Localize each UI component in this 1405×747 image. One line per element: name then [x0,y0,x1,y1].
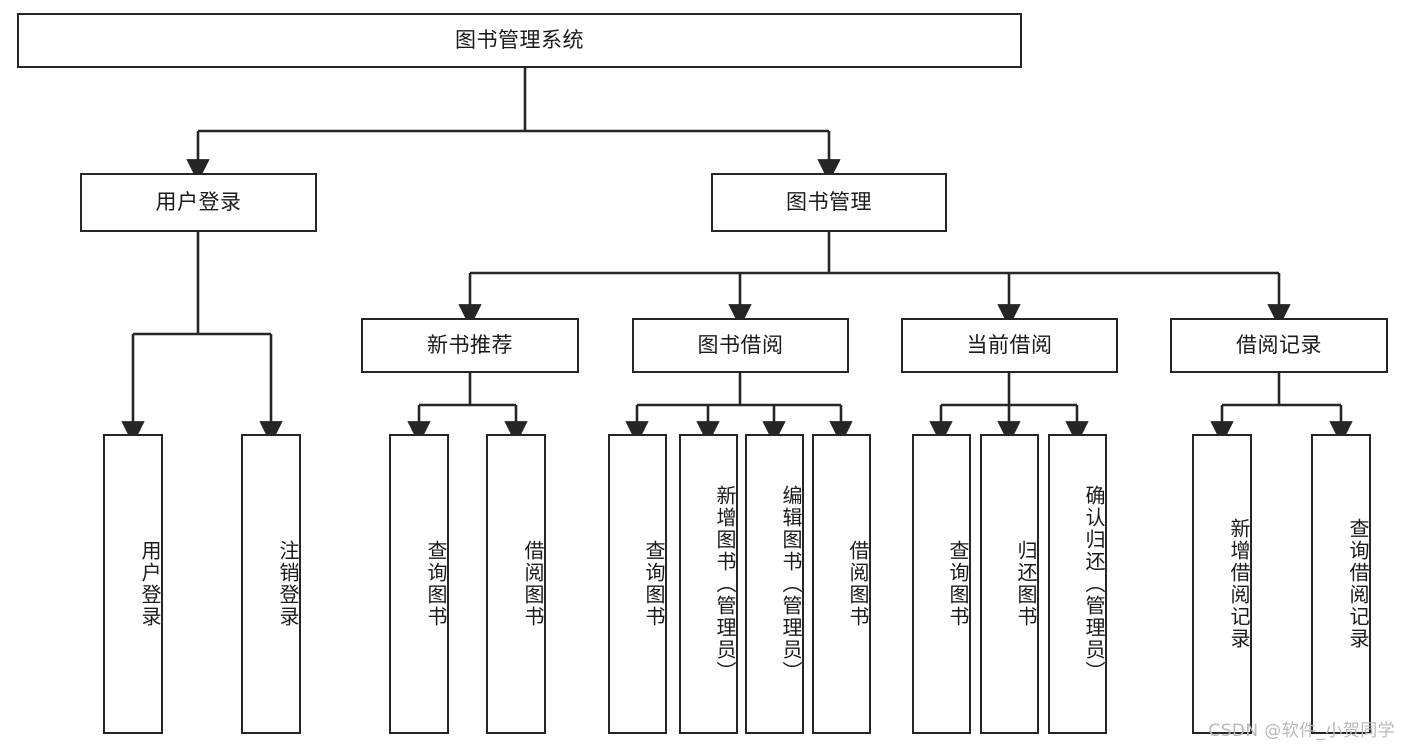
node-user-login[interactable]: 用户登录 [80,173,317,232]
leaf-borrow-add-book-admin[interactable]: 新增图书（管理员） [679,434,738,734]
leaf-borrow-edit-book-admin[interactable]: 编辑图书（管理员） [745,434,804,734]
leaf-borrow-borrow-book[interactable]: 借阅图书 [812,434,871,734]
leaf-current-query-book[interactable]: 查询图书 [912,434,971,734]
node-borrow-record[interactable]: 借阅记录 [1170,318,1388,373]
leaf-borrow-query-book[interactable]: 查询图书 [608,434,667,734]
leaf-recommend-borrow-book[interactable]: 借阅图书 [486,434,546,734]
watermark-text: CSDN @软件_小贺同学 [1208,721,1395,741]
node-root[interactable]: 图书管理系统 [17,13,1022,68]
node-current-borrow[interactable]: 当前借阅 [901,318,1118,373]
leaf-record-query-record[interactable]: 查询借阅记录 [1311,434,1371,734]
leaf-recommend-query-book[interactable]: 查询图书 [389,434,449,734]
node-book-management[interactable]: 图书管理 [711,173,947,232]
node-new-book-recommend[interactable]: 新书推荐 [361,318,579,373]
leaf-user-login-login[interactable]: 用户登录 [103,434,163,734]
leaf-current-return-book[interactable]: 归还图书 [980,434,1039,734]
node-book-borrow[interactable]: 图书借阅 [632,318,849,373]
leaf-current-confirm-return-admin[interactable]: 确认归还（管理员） [1048,434,1107,734]
leaf-record-add-record[interactable]: 新增借阅记录 [1192,434,1252,734]
leaf-user-login-logout[interactable]: 注销登录 [241,434,301,734]
